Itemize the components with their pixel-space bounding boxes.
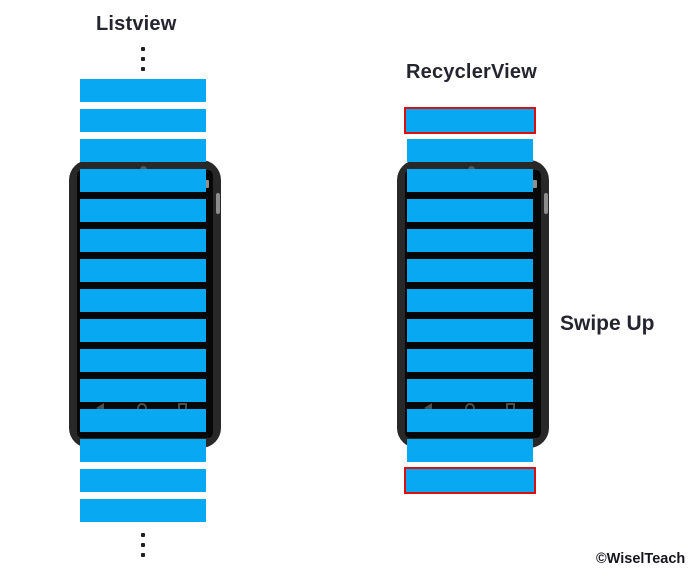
back-icon bbox=[424, 403, 432, 413]
recyclerview-item bbox=[407, 439, 533, 462]
listview-title: Listview bbox=[96, 13, 177, 35]
recyclerview-item bbox=[407, 229, 533, 252]
listview-item bbox=[80, 439, 206, 462]
recyclerview-item-highlighted bbox=[404, 467, 536, 494]
recyclerview-item bbox=[407, 139, 533, 162]
ellipsis-dot-top bbox=[140, 47, 145, 51]
volume-button bbox=[544, 193, 548, 214]
recyclerview-item-highlighted bbox=[404, 107, 536, 134]
ellipsis-dot-top bbox=[140, 67, 145, 71]
recyclerview-title: RecyclerView bbox=[406, 61, 538, 83]
recyclerview-item bbox=[407, 379, 533, 402]
listview-item bbox=[80, 139, 206, 162]
listview-item bbox=[80, 409, 206, 432]
listview-item bbox=[80, 79, 206, 102]
recyclerview-item bbox=[407, 169, 533, 192]
ellipsis-dot-bottom bbox=[140, 553, 145, 557]
swipe-up-label: Swipe Up bbox=[560, 312, 655, 335]
listview-item bbox=[80, 499, 206, 522]
volume-button bbox=[216, 193, 220, 214]
recyclerview-item bbox=[407, 289, 533, 312]
watermark: ©WiselTeach bbox=[596, 551, 686, 567]
recyclerview-item bbox=[407, 349, 533, 372]
status-bar-icon bbox=[532, 180, 537, 188]
ellipsis-dot-top bbox=[140, 57, 145, 61]
listview-item bbox=[80, 319, 206, 342]
listview-item bbox=[80, 109, 206, 132]
listview-item bbox=[80, 169, 206, 192]
listview-item bbox=[80, 199, 206, 222]
listview-item bbox=[80, 229, 206, 252]
status-bar-icon bbox=[204, 180, 209, 188]
recyclerview-item bbox=[407, 259, 533, 282]
recyclerview-item bbox=[407, 199, 533, 222]
listview-item bbox=[80, 349, 206, 372]
recyclerview-item bbox=[407, 319, 533, 342]
listview-item bbox=[80, 259, 206, 282]
ellipsis-dot-bottom bbox=[140, 533, 145, 537]
listview-item bbox=[80, 469, 206, 492]
listview-item bbox=[80, 379, 206, 402]
listview-item bbox=[80, 289, 206, 312]
recyclerview-item bbox=[407, 409, 533, 432]
back-icon bbox=[96, 403, 104, 413]
ellipsis-dot-bottom bbox=[140, 543, 145, 547]
